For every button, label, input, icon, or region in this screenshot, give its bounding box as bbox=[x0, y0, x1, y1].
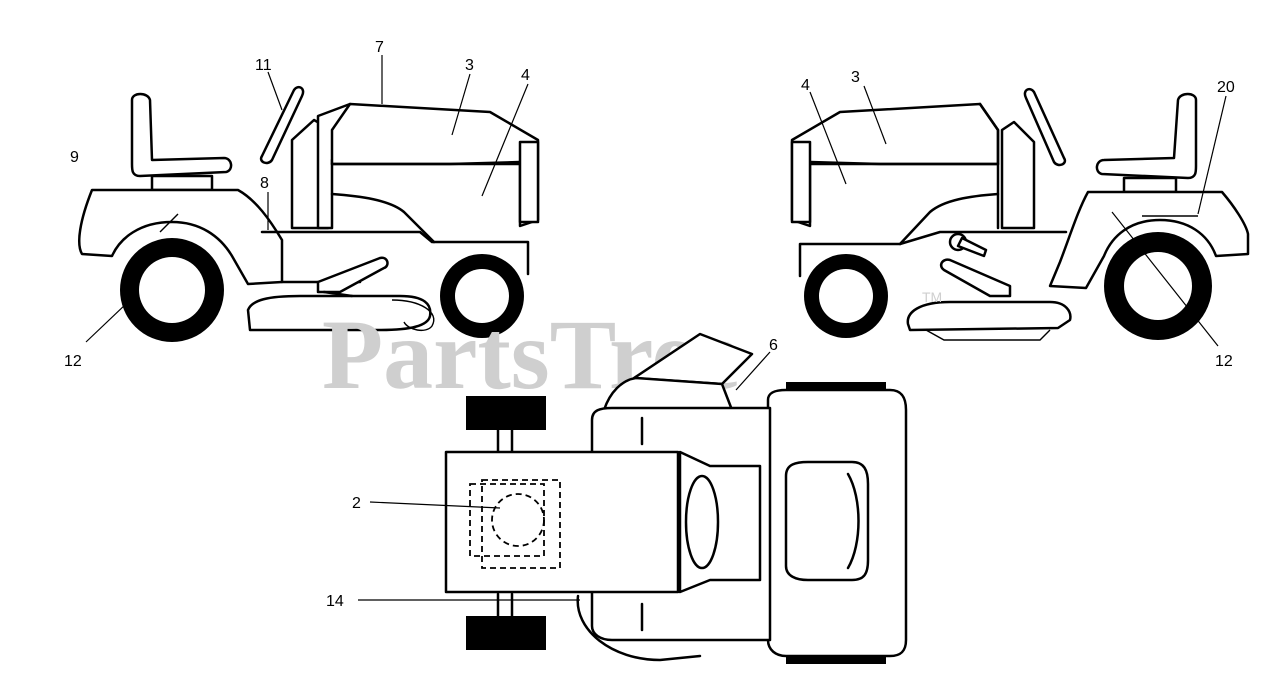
steering-wheel bbox=[259, 85, 305, 165]
callout-12: 12 bbox=[64, 353, 82, 370]
tractor-right-side-view: 4 3 20 12 bbox=[790, 69, 1250, 370]
deck-pedal bbox=[939, 258, 1012, 298]
tractor-left-side-view: 7 11 3 4 9 8 12 bbox=[64, 39, 540, 370]
mower-deck bbox=[906, 300, 1072, 332]
control-lever bbox=[956, 236, 988, 258]
seat-base bbox=[150, 174, 214, 192]
dash-panel bbox=[978, 102, 1000, 230]
callout-6: 6 bbox=[769, 337, 778, 354]
steering-wheel bbox=[1023, 87, 1067, 167]
hood-lower-curve bbox=[330, 192, 436, 244]
frame bbox=[260, 230, 530, 276]
front-wheel-rim bbox=[819, 269, 873, 323]
callout-3: 3 bbox=[465, 57, 474, 74]
seat-back-curve bbox=[846, 472, 860, 570]
deck-chute-cord bbox=[391, 299, 435, 332]
watermark-trademark: TM bbox=[922, 289, 942, 305]
seat-base bbox=[1122, 176, 1178, 194]
grille bbox=[790, 140, 812, 224]
callout-9: 9 bbox=[70, 149, 79, 166]
callout-3: 3 bbox=[851, 69, 860, 86]
callout-11: 11 bbox=[255, 57, 272, 74]
hood-lower-curve bbox=[898, 192, 1000, 246]
callout-20: 20 bbox=[1217, 79, 1235, 96]
hood-top-view bbox=[444, 450, 680, 594]
steering-wheel-top bbox=[684, 474, 720, 570]
callout-4: 4 bbox=[521, 67, 530, 84]
rear-wheel-rim bbox=[1124, 252, 1192, 320]
front-axle-right bbox=[496, 592, 514, 618]
mower-deck bbox=[246, 294, 432, 332]
seat-back bbox=[130, 92, 233, 178]
callout-8: 8 bbox=[260, 175, 269, 192]
seat-top-view bbox=[784, 460, 870, 582]
chute-base bbox=[602, 376, 734, 412]
grille bbox=[518, 140, 540, 224]
rear-wheel-rim bbox=[139, 257, 205, 323]
rear-fender bbox=[78, 188, 284, 286]
front-axle-left bbox=[496, 428, 514, 454]
deck-arc bbox=[576, 594, 702, 662]
seat-back bbox=[1095, 92, 1198, 180]
callout-4: 4 bbox=[801, 77, 810, 94]
callout-2: 2 bbox=[352, 495, 361, 512]
steering-column bbox=[1000, 120, 1036, 230]
tractor-top-view: 6 2 14 bbox=[326, 332, 908, 664]
deck-pedal bbox=[316, 256, 389, 294]
rear-fender bbox=[1048, 190, 1250, 290]
fender-decal-line bbox=[159, 213, 179, 233]
front-wheel-rim bbox=[455, 269, 509, 323]
deck-hanger bbox=[322, 290, 354, 298]
decal-2-circle bbox=[491, 493, 545, 547]
deck-guard bbox=[925, 329, 1051, 341]
front-left-tire bbox=[466, 396, 546, 430]
front-right-tire bbox=[466, 616, 546, 650]
callout-14: 14 bbox=[326, 593, 344, 610]
callout-12: 12 bbox=[1215, 353, 1233, 370]
decal-2-outline-front bbox=[481, 479, 561, 569]
callout-7: 7 bbox=[375, 39, 384, 56]
